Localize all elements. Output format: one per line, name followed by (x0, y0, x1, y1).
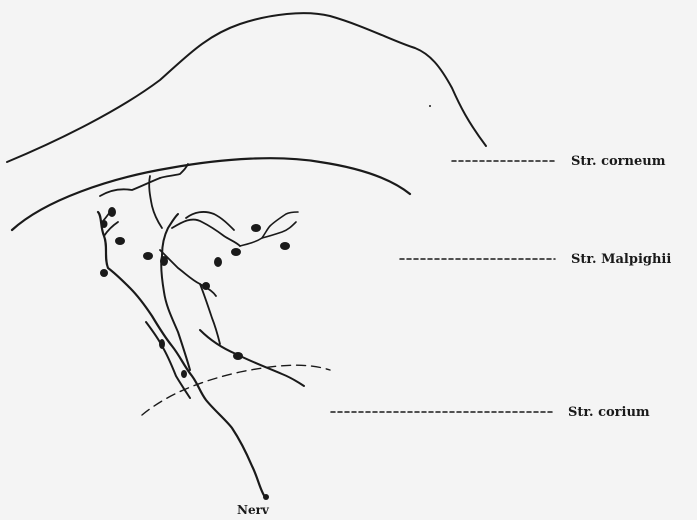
nerve-ending-7 (214, 257, 222, 267)
stray-speck (429, 105, 431, 107)
nerve-ending-6 (160, 256, 168, 266)
nerve-branch-upper-1 (149, 176, 162, 228)
nerve-ending-2 (101, 220, 108, 228)
label-stratum-malpighii: Str. Malpighii (571, 252, 671, 267)
corneum-malpighii-boundary (12, 158, 410, 230)
nerve-ending-13 (159, 339, 165, 349)
nerve-branch-upper-2 (100, 178, 160, 196)
nerve-ending-5 (143, 252, 153, 260)
label-stratum-corneum: Str. corneum (571, 154, 665, 169)
nerve-ending-4 (100, 269, 108, 277)
nerve-branch-right-1 (172, 220, 240, 246)
nerve-ending-11 (202, 282, 210, 290)
nerve-ending-15 (263, 494, 269, 500)
nerve-branch-right-3 (240, 222, 296, 246)
nerve-ending-8 (231, 248, 241, 256)
nerve-ending-1 (108, 207, 116, 217)
corneum-outer-line (7, 13, 486, 162)
corium-boundary-dashed (142, 365, 330, 415)
nerve-ending-10 (280, 242, 290, 250)
nerve-ending-9 (251, 224, 261, 232)
nerve-fibre-ascending (161, 214, 190, 370)
nerve-fibre-parallel (146, 322, 190, 398)
nerve-fibre-lower-right (200, 330, 304, 386)
nerve-ending-3 (115, 237, 125, 245)
label-nerve: Nerv (237, 503, 269, 517)
nerve-ending-14 (181, 370, 187, 378)
nerve-branch-middle-2 (200, 284, 220, 344)
label-stratum-corium: Str. corium (568, 405, 650, 420)
nerve-ending-12 (233, 352, 243, 360)
